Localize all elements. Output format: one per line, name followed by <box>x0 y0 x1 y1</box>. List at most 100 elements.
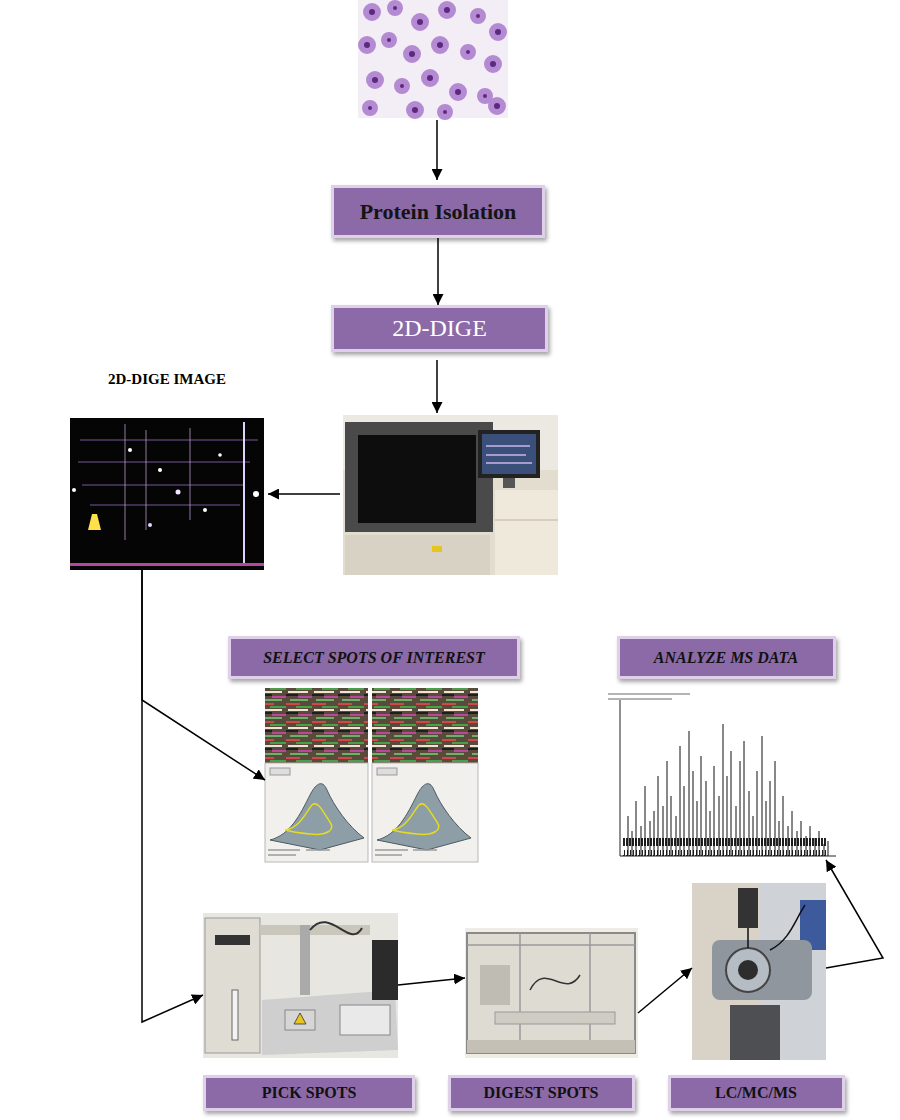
cell <box>390 3 400 13</box>
spot-analysis-screenshot <box>265 688 478 862</box>
flow-arrow <box>268 493 340 495</box>
peak-contour <box>285 804 332 835</box>
spot-peak <box>270 784 364 850</box>
cell <box>361 39 373 51</box>
process-box: Protein Isolation <box>331 185 545 238</box>
cell <box>414 16 426 28</box>
monitor-screen <box>482 434 536 474</box>
gel-detail <box>372 688 478 763</box>
photo-ground <box>203 913 398 1058</box>
spot-picker-photo <box>203 913 398 1058</box>
panel-readout <box>268 850 437 855</box>
picker-arm <box>300 925 310 995</box>
scanner-glass <box>358 435 476 523</box>
gel-tray <box>285 1010 315 1030</box>
protein-spot <box>176 490 181 495</box>
digester-photo <box>465 928 638 1058</box>
image-heading: 2D-DIGE IMAGE <box>107 369 227 389</box>
gel-streaks <box>125 424 190 540</box>
protein-spot <box>128 448 132 452</box>
gel-streak <box>243 422 245 565</box>
gel-edge <box>70 563 264 566</box>
step-label: DIGEST SPOTS <box>448 1075 635 1111</box>
scanner-front <box>345 535 490 575</box>
spectrum-noise <box>622 838 827 856</box>
spot-picker: PICK SPOTS <box>203 913 398 1058</box>
cell <box>365 103 375 113</box>
box-label: Protein Isolation <box>360 199 517 225</box>
flow-arrow <box>436 360 438 413</box>
tubing <box>748 905 805 950</box>
gel-streaks <box>78 440 258 505</box>
marker-dot <box>72 488 76 492</box>
ion-source <box>712 940 812 1000</box>
box-label: 2D-DIGE <box>392 315 487 342</box>
flow-arrow <box>826 860 883 968</box>
photo-ground <box>692 883 826 1060</box>
picker-badge <box>215 935 250 945</box>
flow-arrow <box>437 238 439 305</box>
flow-arrow <box>436 120 438 180</box>
scanner-photo <box>343 415 558 575</box>
process-box: 2D-DIGE <box>331 305 548 352</box>
plot-panel <box>265 763 368 862</box>
cell <box>473 11 483 21</box>
cell <box>434 39 446 51</box>
gel-detail <box>265 688 368 763</box>
cabinet-edge <box>495 520 558 521</box>
tubing <box>530 975 580 990</box>
instrument-stand <box>730 1005 780 1060</box>
cell <box>397 81 407 91</box>
spectrum-header <box>608 694 690 699</box>
gel-ground <box>70 418 264 570</box>
cell <box>452 86 464 98</box>
spot-peak <box>377 784 471 850</box>
panel-button <box>270 768 290 775</box>
reagent-rack <box>480 965 510 1005</box>
warning-symbol <box>294 1013 306 1024</box>
cell <box>366 6 378 18</box>
warning-sticker <box>432 546 442 552</box>
cell <box>480 91 490 101</box>
monitor-stand <box>503 478 515 488</box>
cell <box>463 47 473 57</box>
micrograph-ground <box>358 0 508 118</box>
yellow-spot <box>88 514 101 530</box>
picker-side-panel <box>372 940 398 1000</box>
mass-spectrometer-photo <box>692 883 826 1060</box>
photo-ground <box>343 415 558 575</box>
dige-gel-image <box>70 418 264 570</box>
step-label: LC/MC/MS <box>668 1075 845 1111</box>
cabinet <box>495 490 558 575</box>
cell <box>424 72 436 84</box>
flow-arrow <box>142 570 203 1022</box>
cell <box>487 58 499 70</box>
spectrum-plot: ANALYZE MS DATA <box>605 692 840 860</box>
spectrum-peaks <box>628 724 828 856</box>
spectrum-ground <box>605 692 840 860</box>
syringe <box>232 990 238 1040</box>
screen-streaks <box>486 446 532 463</box>
panel-button <box>377 768 397 775</box>
cell <box>409 104 421 116</box>
spectrum-axes <box>620 700 836 856</box>
source-housing <box>726 948 770 992</box>
source-window <box>738 960 758 980</box>
scanner-lid <box>345 422 493 532</box>
plot-panel <box>372 763 478 862</box>
cell <box>406 48 418 60</box>
marker-dot <box>253 491 259 497</box>
flow-arrow <box>638 968 692 1013</box>
cell-micrograph <box>358 0 508 118</box>
protein-spot <box>158 468 162 472</box>
syringe-pump <box>738 888 758 928</box>
cell <box>491 100 503 112</box>
cell <box>440 107 450 117</box>
digester-base <box>467 1040 635 1053</box>
step-label: PICK SPOTS <box>203 1075 415 1111</box>
cell <box>492 26 504 38</box>
step-label: SELECT SPOTS OF INTEREST <box>228 636 520 679</box>
